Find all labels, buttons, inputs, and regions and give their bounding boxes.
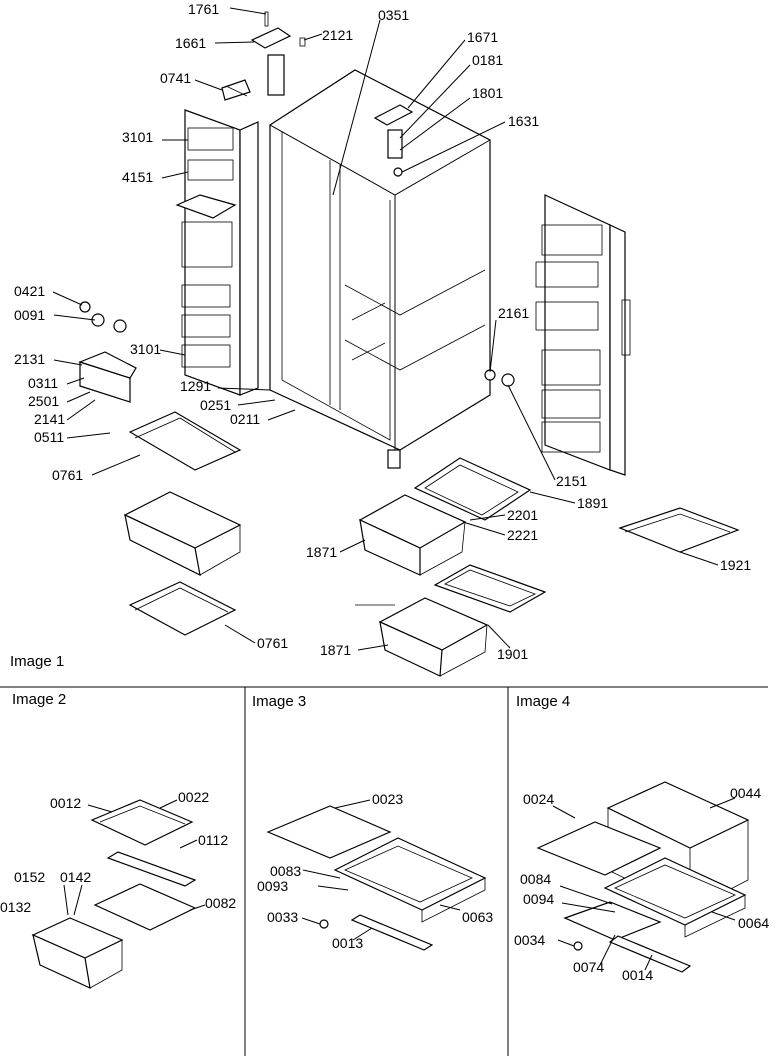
panel-caption-image-1: Image 1 [10, 653, 64, 670]
callout-2501: 2501 [28, 393, 59, 409]
callout-1661: 1661 [175, 35, 206, 51]
callout-0132: 0132 [0, 899, 31, 915]
callout-3101-door: 3101 [122, 129, 153, 145]
leader-lines [52, 7, 719, 651]
callout-0063: 0063 [462, 909, 493, 925]
callout-2141: 2141 [34, 411, 65, 427]
callout-0112: 0112 [198, 832, 228, 848]
callout-0013: 0013 [332, 935, 363, 951]
callout-0351: 0351 [378, 7, 409, 23]
crisper-drawer-lower [378, 597, 489, 677]
panel-caption-image-4: Image 4 [516, 693, 570, 710]
callout-1921: 1921 [720, 557, 751, 573]
freezer-basket [123, 491, 242, 577]
callout-0181: 0181 [472, 52, 503, 68]
callout-0142: 0142 [60, 869, 91, 885]
drawer-cover-0082 [93, 883, 197, 931]
callout-0033: 0033 [267, 909, 298, 925]
glass-shelf [618, 507, 740, 553]
callout-0044: 0044 [730, 785, 761, 801]
panel-caption-image-3: Image 3 [252, 693, 306, 710]
trim-0013 [350, 914, 434, 951]
crisper-cover-upper [413, 457, 532, 521]
callout-0152: 0152 [14, 869, 45, 885]
callout-0761-lower: 0761 [257, 635, 288, 651]
trim-0074 [563, 901, 662, 941]
callout-0074: 0074 [573, 959, 604, 975]
panel-dividers [0, 686, 768, 1056]
shelf-0012 [90, 799, 194, 846]
callout-0024: 0024 [523, 791, 554, 807]
cover-0023 [266, 805, 392, 859]
callout-1891: 1891 [577, 495, 608, 511]
freezer-shelf-lower [128, 581, 237, 636]
callout-0082: 0082 [205, 895, 236, 911]
top-hinge-parts [221, 11, 414, 177]
crisper-drawer-upper [358, 494, 467, 576]
trim-0014 [608, 935, 692, 973]
callout-0014: 0014 [622, 967, 653, 983]
callout-1901: 1901 [497, 646, 528, 662]
callout-2121: 2121 [322, 27, 353, 43]
panel-caption-image-2: Image 2 [12, 691, 66, 708]
callout-2151: 2151 [556, 473, 587, 489]
callout-0084: 0084 [520, 871, 551, 887]
callout-0211: 0211 [230, 411, 260, 427]
callout-2221: 2221 [507, 527, 538, 543]
deli-cover [433, 564, 547, 613]
callout-0093: 0093 [257, 878, 288, 894]
freezer-door [175, 109, 259, 396]
callout-0012: 0012 [50, 795, 81, 811]
trim-0112 [106, 851, 197, 887]
callout-0022: 0022 [178, 789, 209, 805]
callout-0023: 0023 [372, 791, 403, 807]
screw-0033 [319, 919, 329, 929]
callout-0083: 0083 [270, 863, 301, 879]
panel-image-3: Image 3 0023 0083 0093 0033 0013 0063 [252, 693, 493, 951]
callout-1631: 1631 [508, 113, 539, 129]
light-assembly [78, 301, 515, 403]
panel-image-2: Image 2 0012 0022 0112 0152 0142 0132 00… [0, 691, 236, 990]
panel-image-1: 1761 1661 2121 0351 1671 0181 0741 1801 … [10, 1, 751, 677]
refrigerator-cabinet [269, 69, 491, 469]
callout-1801: 1801 [472, 85, 503, 101]
callout-0421: 0421 [14, 283, 45, 299]
callout-0511: 0511 [34, 429, 64, 445]
callout-0034: 0034 [514, 932, 545, 948]
callout-0311: 0311 [28, 375, 58, 391]
callout-0091: 0091 [14, 307, 45, 323]
callout-4151: 4151 [122, 169, 153, 185]
callout-1671: 1671 [467, 29, 498, 45]
callout-0741: 0741 [160, 70, 191, 86]
callout-0251: 0251 [200, 397, 231, 413]
panel-image-4: Image 4 0024 0044 0084 0094 0034 0074 00… [514, 693, 769, 983]
callout-2161: 2161 [498, 305, 529, 321]
freezer-shelf-upper [128, 411, 242, 471]
cover-0024 [536, 821, 662, 876]
callout-3101-shelf: 3101 [130, 341, 161, 357]
callout-1291: 1291 [180, 378, 211, 394]
callout-1871-upper: 1871 [306, 544, 337, 560]
fresh-food-door [535, 194, 631, 476]
callout-0761-upper: 0761 [52, 467, 83, 483]
callout-0064: 0064 [738, 915, 769, 931]
callout-2131: 2131 [14, 351, 45, 367]
callout-1871-lower: 1871 [320, 642, 351, 658]
callout-0094: 0094 [523, 891, 554, 907]
callout-2201: 2201 [507, 507, 538, 523]
callout-1761: 1761 [188, 1, 219, 17]
screw-0034 [573, 941, 583, 951]
